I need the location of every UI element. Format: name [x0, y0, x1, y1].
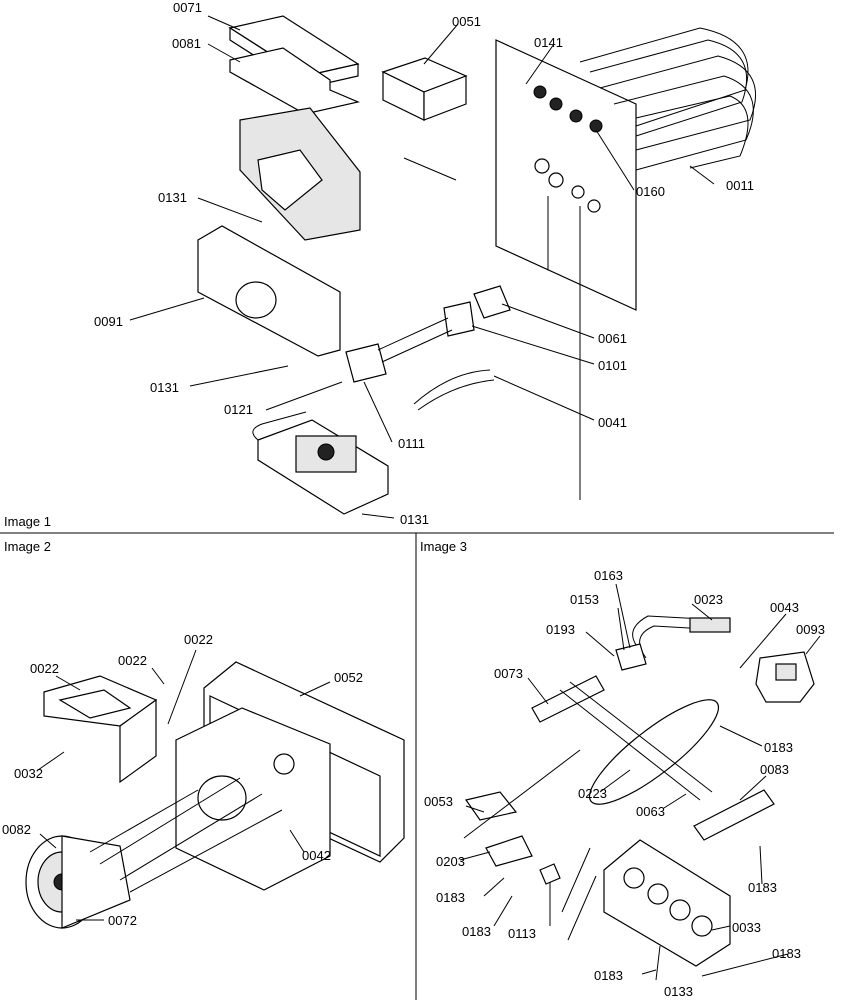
callout-label: 0043: [770, 600, 799, 615]
part-0113-plate: [539, 863, 561, 885]
callout-label: 0022: [184, 632, 213, 647]
part-0053-burner: [465, 791, 518, 821]
callout-label: 0203: [436, 854, 465, 869]
callout-label: 0183: [462, 924, 491, 939]
callout-label: 0083: [760, 762, 789, 777]
callout-label: 0131: [400, 512, 429, 527]
image-1-callouts: 0071 0051 0141 0081 0011 0160 0131 0091 …: [94, 0, 754, 527]
part-0153-bracket: [615, 643, 647, 671]
callout-label: 0063: [636, 804, 665, 819]
image-2-leader-lines: [37, 649, 331, 921]
part-0133-screw: [655, 945, 661, 981]
callout-label: 0061: [598, 331, 627, 346]
callout-label: 0193: [546, 622, 575, 637]
callout-label: 0111: [398, 436, 425, 451]
image-2-callouts: 0022 0022 0022 0052 0032 0082 0042 0072: [2, 632, 363, 928]
callout-label: 0183: [772, 946, 801, 961]
part-0073-bracket: [531, 675, 605, 723]
callout-label: 0022: [30, 661, 59, 676]
callout-label: 0183: [764, 740, 793, 755]
callout-label: 0033: [732, 920, 761, 935]
callout-label: 0011: [726, 178, 754, 193]
image-3-callouts: 0163 0023 0153 0043 0093 0193 0073 0183 …: [424, 568, 825, 999]
callout-label: 0073: [494, 666, 523, 681]
callout-label: 0093: [796, 622, 825, 637]
callout-label: 0032: [14, 766, 43, 781]
callout-label: 0042: [302, 848, 331, 863]
callout-label: 0133: [664, 984, 693, 999]
image-2-drawing: [25, 649, 405, 929]
image-3-leader-lines: [459, 583, 821, 977]
image-1-drawing: [129, 15, 757, 519]
callout-label: 0131: [150, 380, 179, 395]
part-0033-burner-box: [603, 839, 731, 967]
callout-label: 0022: [118, 653, 147, 668]
part-0083-bracket: [693, 789, 775, 841]
callout-label: 0121: [224, 402, 253, 417]
callout-label: 0053: [424, 794, 453, 809]
callout-label: 0091: [94, 314, 123, 329]
callout-label: 0131: [158, 190, 187, 205]
callout-label: 0163: [594, 568, 623, 583]
callout-label: 0183: [594, 968, 623, 983]
callout-label: 0052: [334, 670, 363, 685]
callout-label: 0071: [173, 0, 202, 15]
panel-title-image-1: Image 1: [4, 514, 51, 529]
part-0081-insulation: [229, 47, 360, 115]
callout-label: 0183: [748, 880, 777, 895]
callout-label: 0101: [598, 358, 627, 373]
panel-title-image-2: Image 2: [4, 539, 51, 554]
callout-label: 0041: [598, 415, 627, 430]
part-0223-manifold: [588, 699, 720, 805]
callout-label: 0141: [534, 35, 563, 50]
callout-label: 0051: [452, 14, 481, 29]
callout-label: 0113: [508, 926, 536, 941]
callout-label: 0023: [694, 592, 723, 607]
callout-label: 0081: [172, 36, 201, 51]
callout-label: 0160: [636, 184, 665, 199]
panel-title-image-3: Image 3: [420, 539, 467, 554]
callout-label: 0072: [108, 913, 137, 928]
callout-label: 0153: [570, 592, 599, 607]
image-3-drawing: [459, 583, 821, 981]
callout-label: 0223: [578, 786, 607, 801]
part-0011-heater-panel: [495, 39, 637, 311]
callout-label: 0082: [2, 822, 31, 837]
image-1-leader-lines: [129, 15, 715, 519]
part-0041-igniter: [413, 369, 491, 405]
callout-label: 0183: [436, 890, 465, 905]
